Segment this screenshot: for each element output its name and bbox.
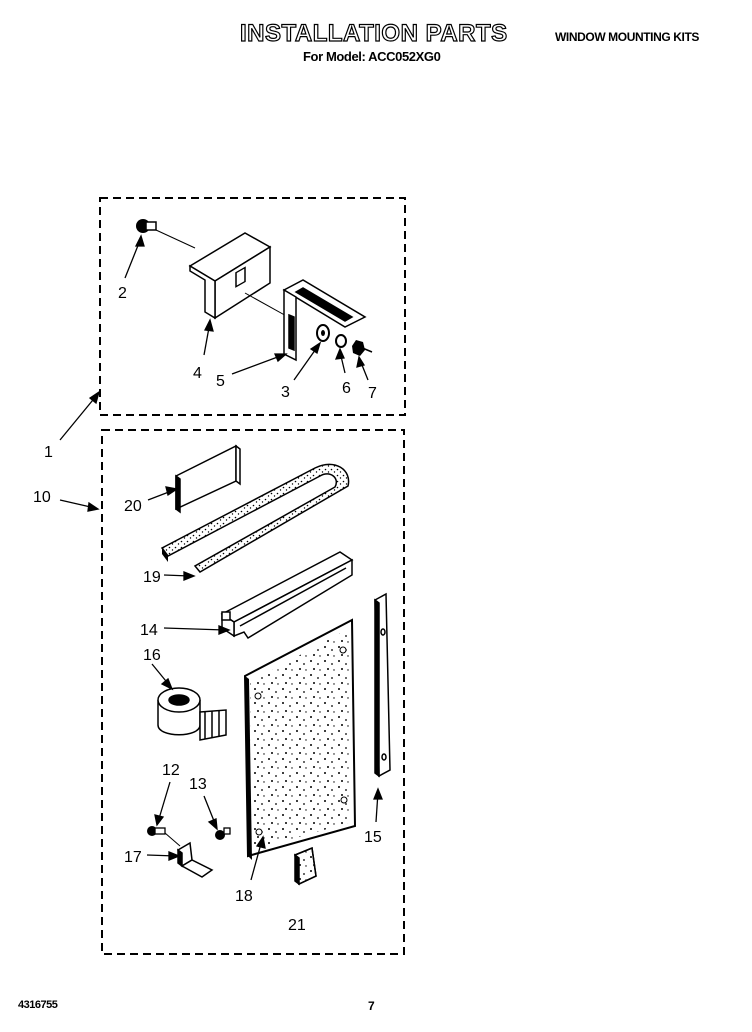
part-13-screw [215, 827, 231, 840]
callout-3: 3 [281, 384, 290, 401]
part-18-side-panel [243, 618, 357, 860]
kit-box-lower [101, 429, 405, 955]
callout-10: 10 [33, 489, 51, 506]
callout-17: 17 [124, 849, 142, 866]
callout-5: 5 [216, 373, 225, 390]
page-title: INSTALLATION PARTS [239, 19, 508, 47]
callout-20: 20 [124, 498, 142, 515]
part-7-nut [352, 340, 373, 356]
callout-12: 12 [162, 762, 180, 779]
callout-15: 15 [364, 829, 382, 846]
callout-21: 21 [288, 917, 306, 934]
part-5-l-bracket [282, 279, 367, 362]
callout-14: 14 [140, 622, 158, 639]
callout-7: 7 [368, 385, 377, 402]
part-19-gasket [160, 463, 350, 573]
part-12-screw [147, 826, 181, 847]
part-2-screw [136, 219, 196, 249]
part-16-tape-roll [157, 687, 227, 741]
document-number: 4316755 [18, 999, 58, 1011]
part-4-bracket-housing [188, 232, 272, 320]
part-3-washer [316, 324, 330, 342]
callout-6: 6 [342, 380, 351, 397]
part-14-top-channel [220, 551, 354, 640]
page-number: 7 [368, 999, 375, 1013]
callout-18: 18 [235, 888, 253, 905]
part-15-side-rail [374, 592, 391, 778]
callout-16: 16 [143, 647, 161, 664]
callout-1: 1 [44, 444, 53, 461]
part-21-foam-block [294, 846, 317, 886]
callout-19: 19 [143, 569, 161, 586]
section-title: WINDOW MOUNTING KITS [555, 30, 699, 44]
callout-13: 13 [189, 776, 207, 793]
callout-2: 2 [118, 285, 127, 302]
part-20-foam-strip [175, 444, 241, 514]
part-6-lock-washer [335, 334, 347, 348]
model-subtitle: For Model: ACC052XG0 [303, 49, 441, 64]
part-17-mounting-bracket [177, 841, 214, 878]
callout-4: 4 [193, 365, 202, 382]
